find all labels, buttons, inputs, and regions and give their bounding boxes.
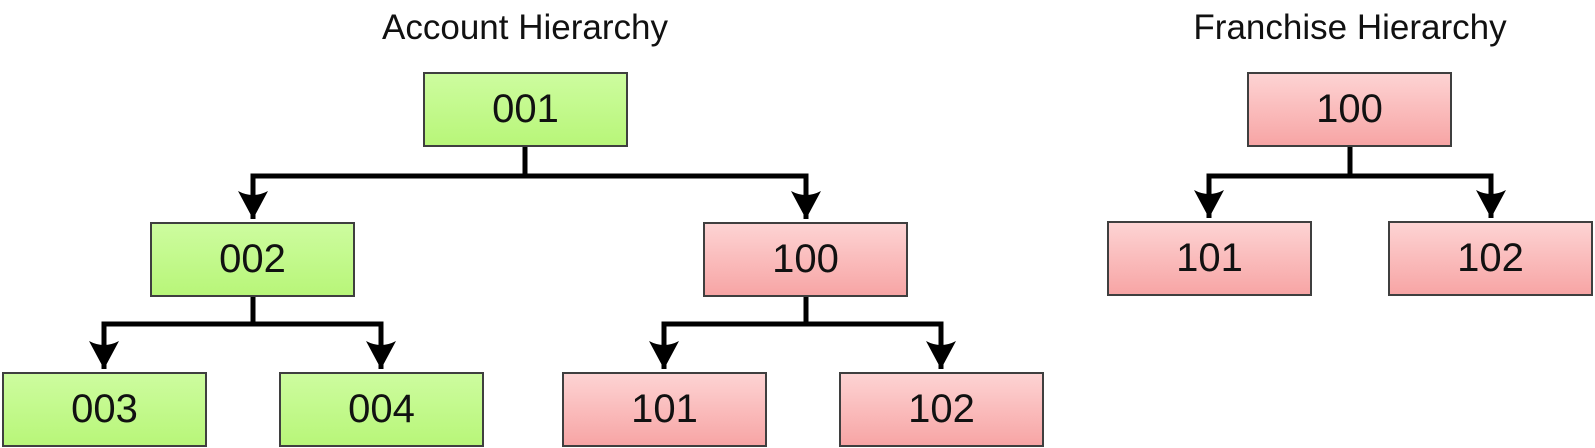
franchise-hierarchy-title: Franchise Hierarchy (1193, 8, 1507, 47)
account-node-102: 102 (839, 372, 1044, 447)
account-node-004: 004 (279, 372, 484, 447)
account-node-100: 100 (703, 222, 908, 297)
franchise-node-101: 101 (1107, 221, 1312, 296)
account-node-001: 001 (423, 72, 628, 147)
account-node-101: 101 (562, 372, 767, 447)
account-node-002: 002 (150, 222, 355, 297)
account-node-003: 003 (2, 372, 207, 447)
account-hierarchy-title: Account Hierarchy (382, 8, 668, 47)
franchise-node-102: 102 (1388, 221, 1593, 296)
franchise-node-100: 100 (1247, 72, 1452, 147)
